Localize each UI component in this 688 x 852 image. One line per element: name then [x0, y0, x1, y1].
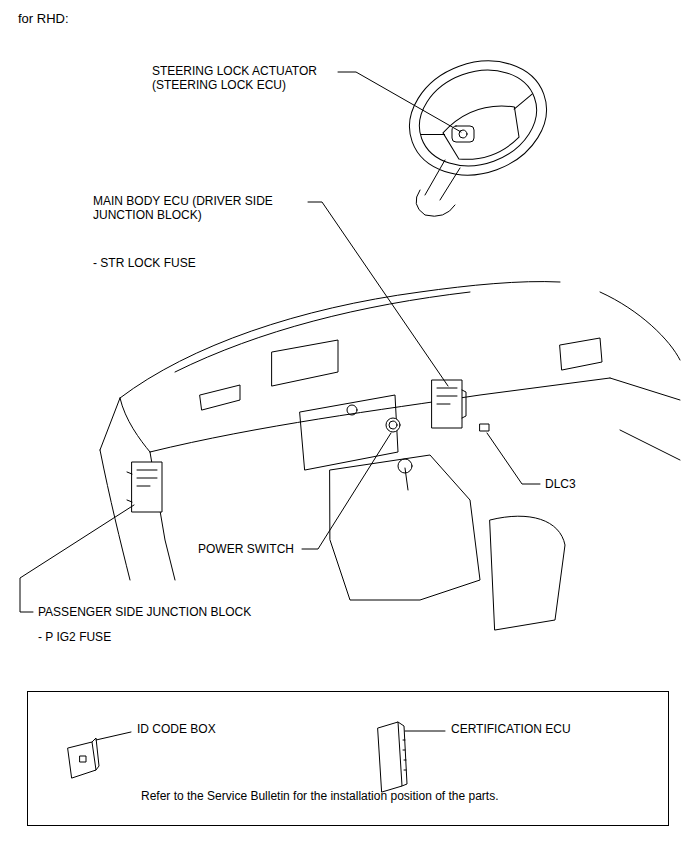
certification-ecu-icon: [378, 722, 407, 792]
leader-line: [20, 505, 134, 612]
leader-line: [96, 732, 131, 740]
steering-wheel: [393, 42, 562, 193]
part-label: - STR LOCK FUSE: [93, 256, 196, 270]
leader-line: [338, 72, 461, 132]
part-label: PASSENGER SIDE JUNCTION BLOCK: [38, 605, 251, 619]
power-switch-button: [389, 421, 397, 429]
icon-detail: [80, 756, 86, 762]
leader-line: [487, 433, 540, 484]
power-switch: [386, 418, 400, 432]
dash-lower-edge: [150, 378, 610, 452]
part-label: DLC3: [545, 477, 576, 491]
wheel-hub: [440, 97, 528, 168]
seat: [490, 516, 565, 630]
door-lines: [600, 292, 680, 460]
part-label: POWER SWITCH: [198, 542, 294, 556]
icon-detail: [403, 740, 406, 770]
part-label: - P IG2 FUSE: [38, 630, 111, 644]
id-code-box-icon: [68, 738, 99, 778]
leader-line: [308, 202, 448, 386]
leader-line: [302, 433, 391, 549]
note-box: ID CODE BOX CERTIFICATION ECU Refer to the…: [27, 691, 669, 826]
shift-knob: [398, 459, 412, 473]
steering-column: [416, 160, 460, 216]
air-vent: [200, 385, 240, 410]
ecu-detail: [437, 388, 466, 418]
part-label: CERTIFICATION ECU: [451, 722, 571, 736]
air-vent: [560, 338, 602, 370]
wheel-rim: [393, 42, 562, 193]
a-pillar: [100, 398, 175, 580]
part-label: STEERING LOCK ACTUATOR (STEERING LOCK EC…: [152, 64, 342, 92]
part-label: MAIN BODY ECU (DRIVER SIDE JUNCTION BLOC…: [93, 194, 303, 222]
part-label: ID CODE BOX: [137, 722, 216, 736]
dash-top: [120, 282, 560, 398]
center-stack: [300, 395, 398, 470]
note-text: Refer to the Service Bulletin for the in…: [141, 789, 499, 803]
dlc3-connector: [480, 424, 489, 431]
center-display: [272, 340, 338, 386]
junction-block-detail: [127, 470, 157, 502]
wheel-rim-inner: [406, 54, 550, 181]
page-title: for RHD:: [18, 12, 69, 26]
windshield-base: [175, 292, 470, 372]
wheel-spoke: [421, 94, 535, 142]
center-console: [330, 455, 480, 600]
dash-end: [120, 398, 150, 452]
shift-lever: [405, 468, 408, 490]
clock: [347, 405, 357, 415]
leader-line: [405, 731, 445, 732]
